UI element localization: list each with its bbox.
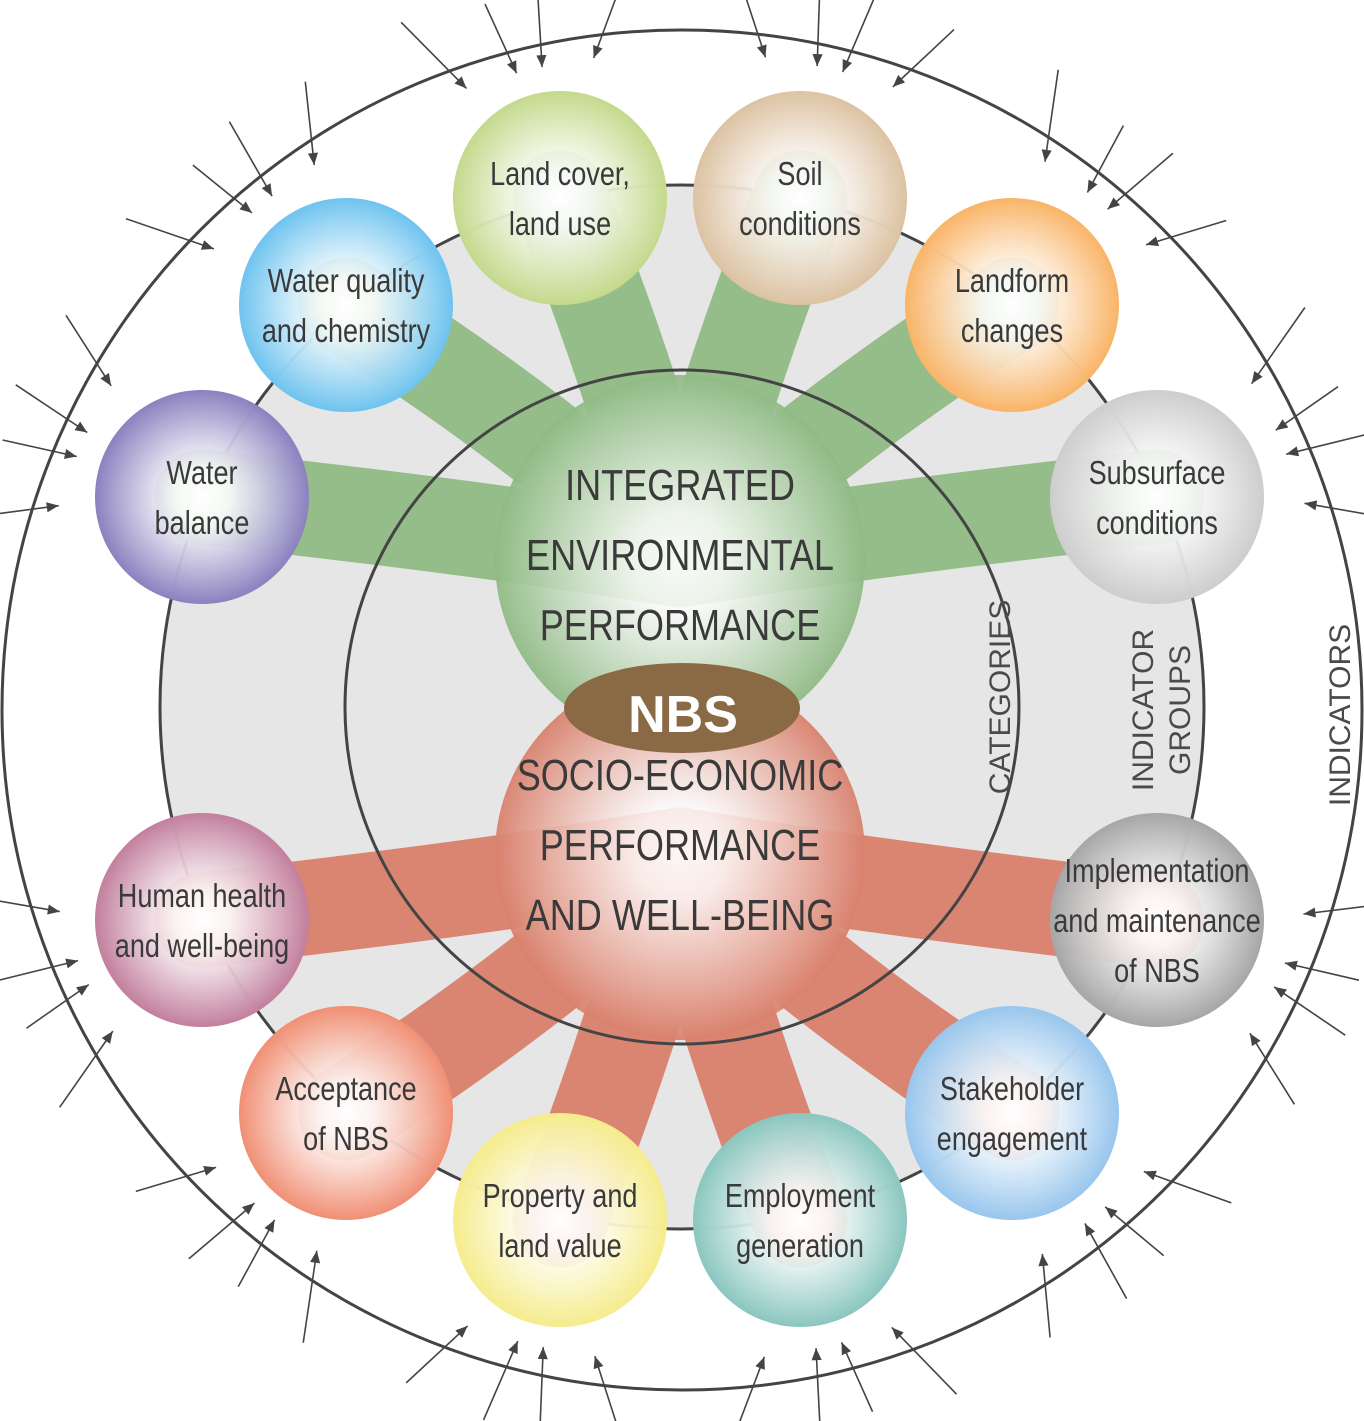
indicator-group-label: Human health xyxy=(118,879,286,915)
category-label: INTEGRATED xyxy=(565,461,795,510)
indicator-group-label: Soil xyxy=(777,157,822,193)
category-label: PERFORMANCE xyxy=(540,821,821,870)
indicator-group-label: changes xyxy=(961,314,1063,350)
indicator-group-label: conditions xyxy=(739,207,861,243)
category-label: ENVIRONMENTAL xyxy=(526,531,834,580)
indicator-group-label: of NBS xyxy=(303,1122,389,1158)
indicator-group-bubble: Soil conditions xyxy=(693,91,907,305)
category-label: AND WELL-BEING xyxy=(526,891,835,940)
ring-label-indicator-groups-2: GROUPS xyxy=(1164,645,1197,775)
indicator-group-label: conditions xyxy=(1096,506,1218,542)
indicator-group-bubble: Landform changes xyxy=(905,198,1119,412)
indicator-group-label: Water xyxy=(166,456,237,492)
indicator-group-label: generation xyxy=(736,1229,864,1265)
indicator-group-bubble: Water balance xyxy=(95,390,309,604)
indicator-group-label: and well-being xyxy=(115,929,289,965)
indicator-group-label: and maintenance xyxy=(1053,904,1260,940)
indicator-group-bubble: Land cover, land use xyxy=(453,91,667,305)
indicator-group-label: engagement xyxy=(937,1122,1088,1158)
nbs-core xyxy=(564,663,800,753)
indicator-group-bubble: Subsurface conditions xyxy=(1050,390,1264,604)
ring-label-categories: CATEGORIES xyxy=(984,600,1017,794)
indicator-group-label: Acceptance xyxy=(275,1072,416,1108)
indicator-group-label: balance xyxy=(155,506,250,542)
indicator-group-label: Stakeholder xyxy=(940,1072,1084,1108)
ring-label-indicator-groups-1: INDICATOR xyxy=(1127,629,1160,791)
indicator-group-bubble: Acceptance of NBS xyxy=(239,1006,453,1220)
category-label: SOCIO-ECONOMIC xyxy=(517,751,844,800)
indicator-group-bubble: Water quality and chemistry xyxy=(239,198,453,412)
indicator-group-bubble: Property and land value xyxy=(453,1113,667,1327)
indicator-group-label: Employment xyxy=(725,1179,876,1215)
indicator-group-label: and chemistry xyxy=(262,314,431,350)
categories-ring xyxy=(343,368,1021,1046)
category-bubble xyxy=(495,670,865,1040)
indicator-group-bubble: Stakeholder engagement xyxy=(905,1006,1119,1220)
indicator-group-label: Property and xyxy=(483,1179,638,1215)
indicators-ring xyxy=(0,28,1364,1392)
ring-label-indicators: INDICATORS xyxy=(1324,624,1357,806)
indicator-group-label: of NBS xyxy=(1114,954,1200,990)
indicator-group-label: land use xyxy=(509,207,611,243)
nbs-label: NBS xyxy=(628,686,738,744)
category-label: PERFORMANCE xyxy=(540,601,821,650)
category-bubble xyxy=(495,375,865,745)
indicator-group-label: land value xyxy=(498,1229,621,1265)
indicator-group-label: Implementation xyxy=(1065,854,1250,890)
indicator-group-bubble: Human health and well-being xyxy=(95,813,309,1027)
indicator-group-bubble: Employment generation xyxy=(693,1113,907,1327)
indicator-group-label: Subsurface xyxy=(1089,456,1226,492)
indicator-group-label: Land cover, xyxy=(490,157,630,193)
indicator-group-bubble: Implementation and maintenance of NBS xyxy=(1050,813,1264,1027)
indicator-group-label: Water quality xyxy=(268,264,426,300)
indicator-group-label: Landform xyxy=(955,264,1069,300)
